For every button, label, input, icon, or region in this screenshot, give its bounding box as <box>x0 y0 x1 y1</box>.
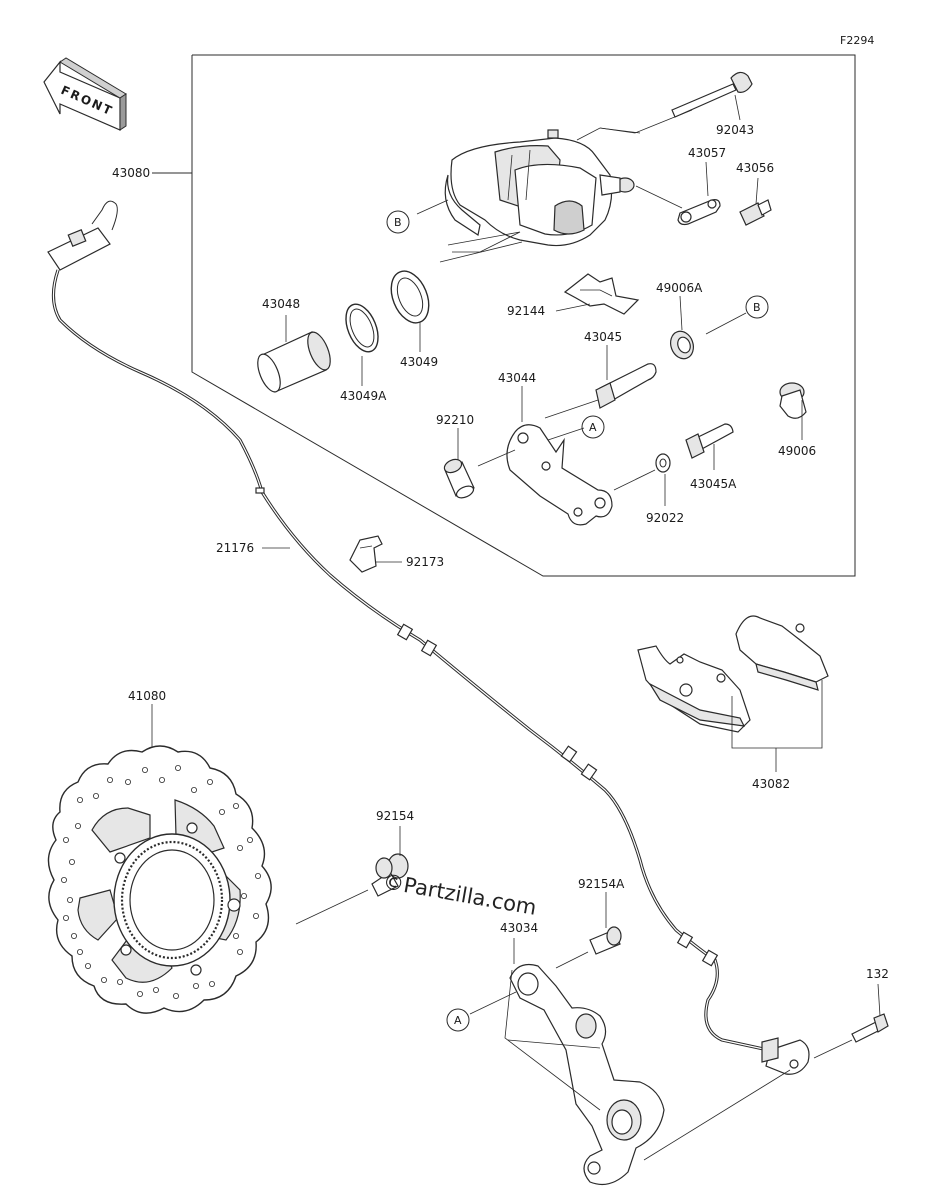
clamp-92173 <box>349 535 383 573</box>
part-label-43034: 43034 <box>500 921 538 935</box>
part-label-132: 132 <box>866 967 889 981</box>
pin-43045a <box>685 423 734 459</box>
part-label-49006: 49006 <box>778 444 816 458</box>
part-label-92154: 92154 <box>376 809 414 823</box>
part-43057 <box>677 199 721 226</box>
spring-92144 <box>563 273 640 315</box>
piston-43048 <box>257 331 331 393</box>
bolt-92043 <box>671 71 753 118</box>
front-arrow-icon: FRONT <box>43 57 127 131</box>
part-label-43048: 43048 <box>262 297 300 311</box>
part-label-92210: 92210 <box>436 413 474 427</box>
boot-49006 <box>779 382 807 419</box>
part-label-43080: 43080 <box>112 166 150 180</box>
caliper-assembly-box <box>191 54 856 577</box>
diagram-code: F2294 <box>840 34 874 47</box>
watermark: ©Partzilla.com <box>381 869 538 920</box>
brake-pads-43082 <box>637 615 829 733</box>
svg-text:B: B <box>394 216 402 229</box>
bolt-92154 <box>371 853 409 897</box>
seal-43049a <box>345 303 379 353</box>
pin-43045 <box>595 363 657 409</box>
abs-sensor <box>761 1037 810 1075</box>
ref-circle-b-1: B <box>386 210 410 234</box>
bracket-43044 <box>506 424 613 526</box>
abs-cable-21176 <box>47 200 769 1052</box>
svg-text:B: B <box>753 301 761 314</box>
seal-43049 <box>390 270 430 324</box>
brake-caliper <box>444 129 635 247</box>
ref-circle-b-2: B <box>745 295 769 319</box>
part-label-92154a: 92154A <box>578 877 625 891</box>
ref-circle-a-1: A <box>581 415 605 439</box>
part-label-43057: 43057 <box>688 146 726 160</box>
part-label-43082: 43082 <box>752 777 790 791</box>
bolt-92154a <box>589 926 622 955</box>
ref-circle-a-2: A <box>446 1008 470 1032</box>
part-label-43049: 43049 <box>400 355 438 369</box>
bracket-43034 <box>509 963 665 1185</box>
part-43056 <box>739 199 772 226</box>
part-label-49006a: 49006A <box>656 281 703 295</box>
part-label-92173: 92173 <box>406 555 444 569</box>
part-label-43049a: 43049A <box>340 389 387 403</box>
brake-disc-41080 <box>47 745 272 1014</box>
part-label-92022: 92022 <box>646 511 684 525</box>
bolt-132 <box>851 1013 889 1043</box>
part-label-43056: 43056 <box>736 161 774 175</box>
part-label-43045a: 43045A <box>690 477 737 491</box>
part-label-92043: 92043 <box>716 123 754 137</box>
part-label-41080: 41080 <box>128 689 166 703</box>
boot-49006a <box>670 330 694 360</box>
part-label-43045: 43045 <box>584 330 622 344</box>
part-label-43044: 43044 <box>498 371 536 385</box>
collar-92210 <box>443 458 475 499</box>
svg-text:A: A <box>454 1014 462 1027</box>
svg-text:A: A <box>589 421 597 434</box>
part-label-21176: 21176 <box>216 541 254 555</box>
part-label-92144: 92144 <box>507 304 545 318</box>
washer-92022 <box>655 453 671 473</box>
